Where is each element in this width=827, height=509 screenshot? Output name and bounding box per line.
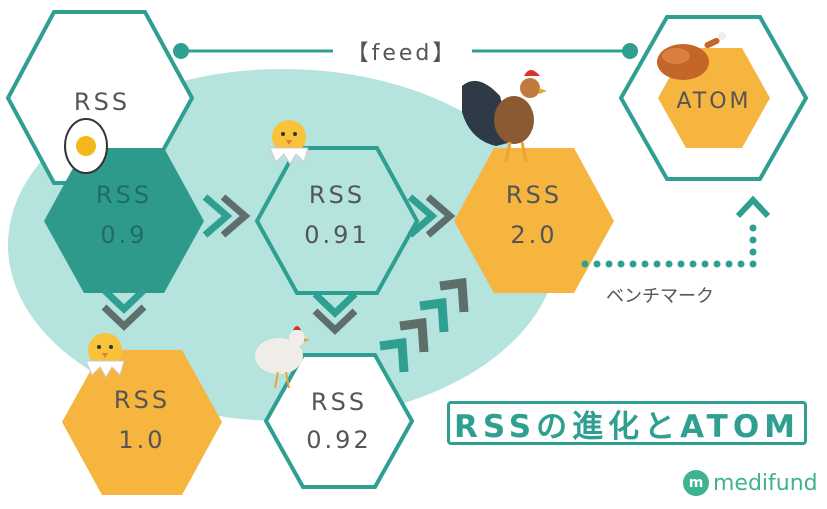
brand-name: medifund xyxy=(713,470,818,496)
chick-icon xyxy=(85,333,125,378)
benchmark-label: ベンチマーク xyxy=(606,286,714,307)
rss-0-92-line2: 0.92 xyxy=(306,426,371,454)
rss-0-91-line1: RSS xyxy=(309,181,365,209)
arrow-down-2 xyxy=(312,291,358,335)
hex-rss-2-0 xyxy=(454,148,614,293)
rss-2-0-line2: 2.0 xyxy=(510,221,557,249)
atom-label: ATOM xyxy=(676,89,751,114)
rss-label: RSS xyxy=(74,88,130,116)
brand-logo: m medifund xyxy=(683,468,818,498)
hex-rss-0-91 xyxy=(254,146,420,295)
arrow-diagonal xyxy=(379,277,469,373)
feed-dot-right xyxy=(622,43,638,59)
rss-1-0-line1: RSS xyxy=(114,386,170,414)
hex-rss-1-0 xyxy=(62,350,222,495)
rss-0-9-line2: 0.9 xyxy=(100,221,147,249)
benchmark-arrow xyxy=(581,195,771,268)
rss-2-0-line1: RSS xyxy=(506,181,562,209)
egg-icon xyxy=(64,118,108,174)
arrow-right-2 xyxy=(407,194,456,238)
feed-dot-left xyxy=(173,43,189,59)
rss-0-92-line1: RSS xyxy=(311,388,367,416)
feed-label: 【feed】 xyxy=(347,41,458,66)
hex-rss-0-92 xyxy=(263,353,415,489)
rss-1-0-line2: 1.0 xyxy=(118,426,165,454)
rooster-icon xyxy=(462,70,547,163)
page-title: RSSの進化とATOM xyxy=(447,401,807,445)
roast-chicken-icon xyxy=(657,32,726,80)
rss-0-91-line2: 0.91 xyxy=(304,221,369,249)
arrow-right-1 xyxy=(202,194,251,238)
chick-icon xyxy=(269,120,309,165)
rss-0-9-line1: RSS xyxy=(96,181,152,209)
medifund-logo-icon: m xyxy=(683,470,709,496)
chicken-icon xyxy=(255,326,310,389)
arrow-down-1 xyxy=(101,287,147,331)
hex-rss-0-9 xyxy=(44,148,204,293)
